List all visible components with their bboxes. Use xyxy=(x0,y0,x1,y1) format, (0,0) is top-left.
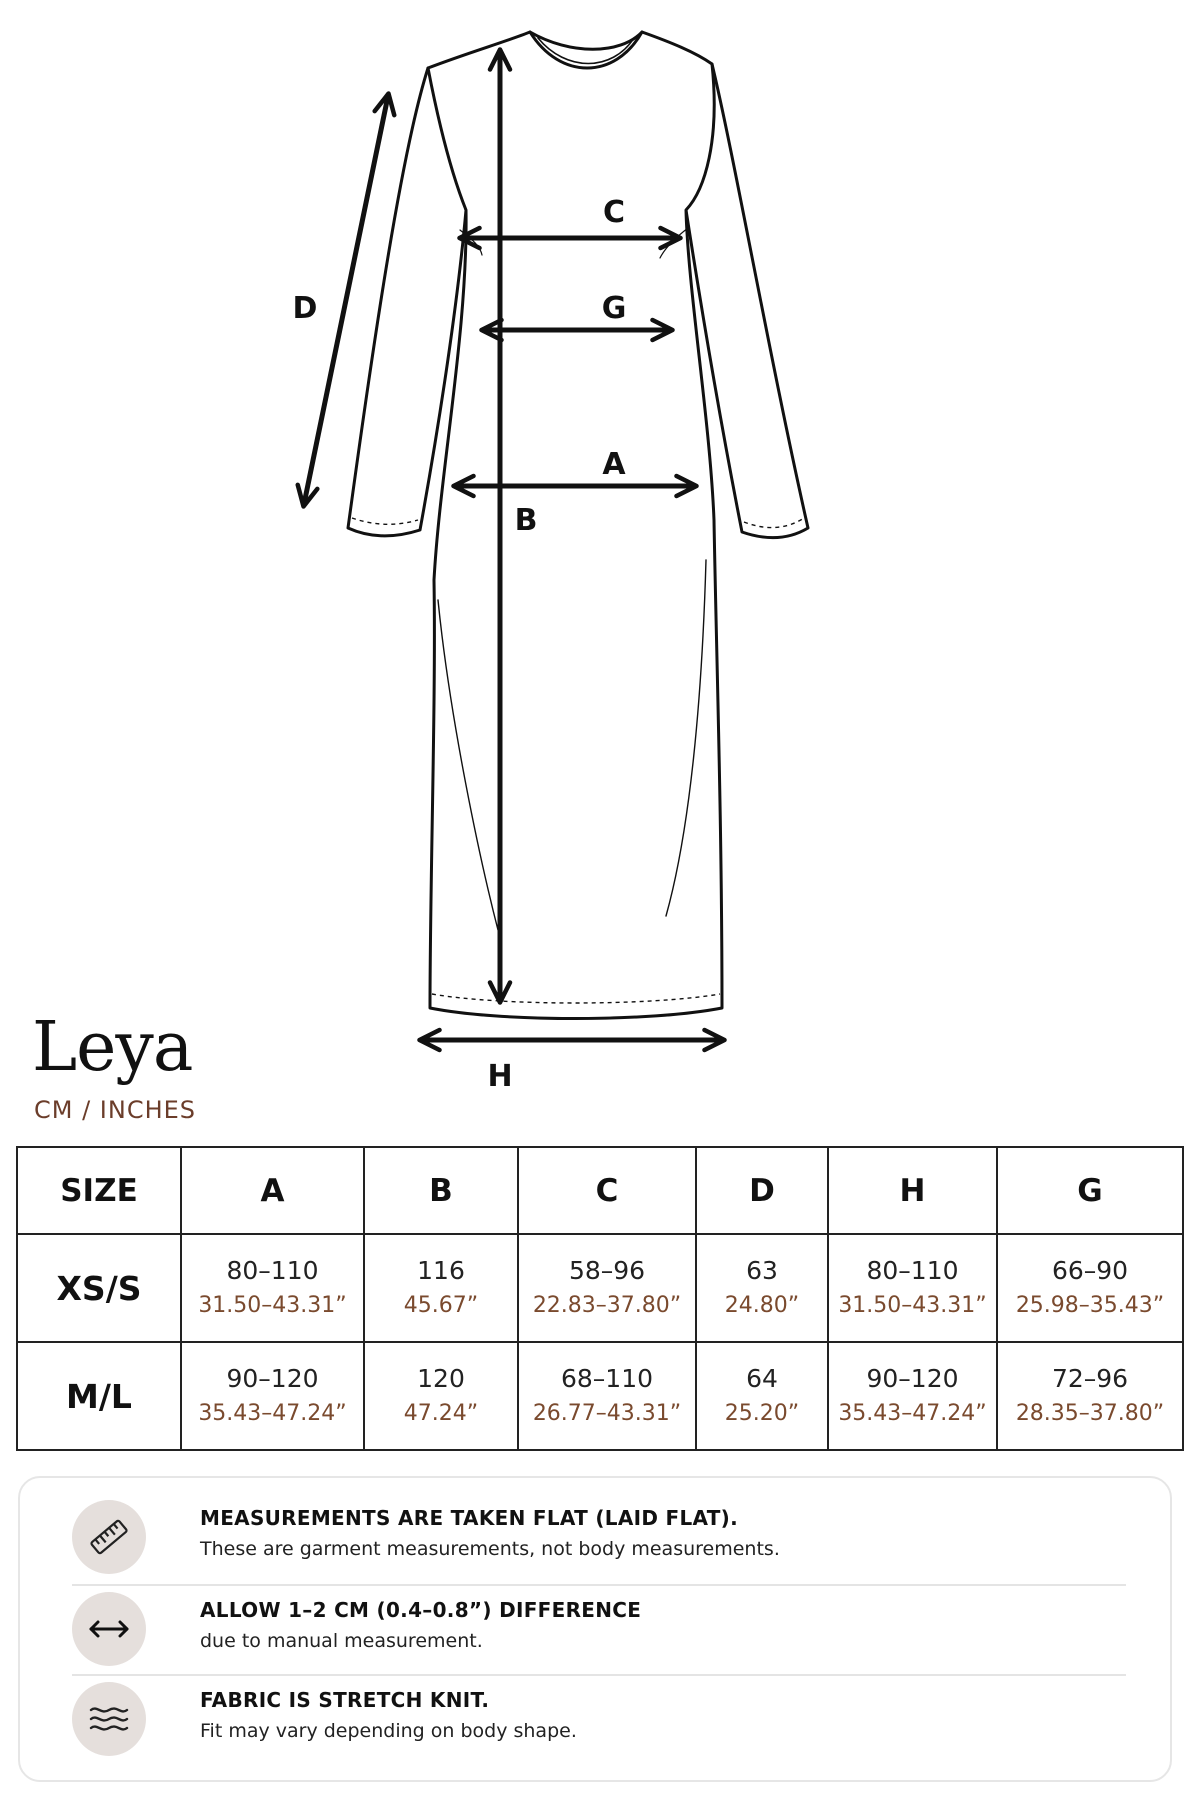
inch-value: 25.98–35.43” xyxy=(1015,1293,1165,1318)
dress-sketch: C G A B D H xyxy=(293,30,810,1094)
note-title: FABRIC IS STRETCH KNIT. xyxy=(200,1688,490,1712)
measure-cell: 58–96 22.83–37.80” xyxy=(517,1233,697,1343)
cm-value: 63 xyxy=(746,1256,778,1285)
header-size: SIZE xyxy=(16,1146,182,1235)
measure-cell: 64 25.20” xyxy=(695,1341,829,1451)
measure-cell: 90–120 35.43–47.24” xyxy=(180,1341,365,1451)
note-title: ALLOW 1–2 CM (0.4–0.8”) DIFFERENCE xyxy=(200,1598,642,1622)
cm-value: 72–96 xyxy=(1051,1364,1129,1393)
label-h: H xyxy=(487,1059,512,1094)
header-d: D xyxy=(695,1146,829,1235)
cm-value: 68–110 xyxy=(560,1364,654,1393)
ruler-icon xyxy=(72,1500,146,1574)
cm-value: 90–120 xyxy=(866,1364,959,1393)
label-c: C xyxy=(603,195,625,230)
size-cell: XS/S xyxy=(16,1233,182,1343)
table-header-row: SIZE A B C D H G xyxy=(16,1146,1184,1235)
measure-cell: 90–120 35.43–47.24” xyxy=(827,1341,998,1451)
header-h: H xyxy=(827,1146,998,1235)
label-a: A xyxy=(602,447,626,482)
label-b: B xyxy=(515,503,538,538)
inch-value: 31.50–43.31” xyxy=(838,1293,987,1318)
care-notes-panel: MEASUREMENTS ARE TAKEN FLAT (LAID FLAT).… xyxy=(18,1476,1172,1782)
label-d: D xyxy=(293,291,318,326)
measure-cell: 120 47.24” xyxy=(363,1341,519,1451)
inch-value: 28.35–37.80” xyxy=(1015,1401,1165,1426)
measure-cell: 63 24.80” xyxy=(695,1233,829,1343)
cm-value: 120 xyxy=(417,1364,465,1393)
cm-value: 64 xyxy=(746,1364,778,1393)
note-allow-difference: ALLOW 1–2 CM (0.4–0.8”) DIFFERENCE due t… xyxy=(72,1588,1106,1676)
header-c: C xyxy=(517,1146,697,1235)
cm-value: 66–90 xyxy=(1051,1256,1129,1285)
cm-value: 58–96 xyxy=(568,1256,646,1285)
header-b: B xyxy=(363,1146,519,1235)
double-arrow-icon xyxy=(72,1592,146,1666)
dress-diagram: C G A B D H xyxy=(293,30,810,1094)
note-text: due to manual measurement. xyxy=(200,1630,483,1652)
measure-cell: 72–96 28.35–37.80” xyxy=(996,1341,1184,1451)
arrow-d xyxy=(295,91,397,509)
measure-cell: 80–110 31.50–43.31” xyxy=(827,1233,998,1343)
inch-value: 26.77–43.31” xyxy=(532,1401,682,1426)
units-label: CM / INCHES xyxy=(34,1096,197,1124)
divider xyxy=(72,1674,1126,1676)
inch-value: 35.43–47.24” xyxy=(838,1401,987,1426)
cm-value: 90–120 xyxy=(226,1364,319,1393)
inch-value: 35.43–47.24” xyxy=(198,1401,347,1426)
note-text: Fit may vary depending on body shape. xyxy=(200,1720,577,1742)
stitch-lines xyxy=(351,517,805,1004)
note-title: MEASUREMENTS ARE TAKEN FLAT (LAID FLAT). xyxy=(200,1506,739,1530)
cm-value: 80–110 xyxy=(866,1256,959,1285)
label-g: G xyxy=(602,291,627,326)
table-row: M/L 90–120 35.43–47.24” 120 47.24” 68–110 2… xyxy=(16,1341,1184,1451)
table-row: XS/S 80–110 31.50–43.31” 116 45.67” 58–96 2… xyxy=(16,1233,1184,1343)
cm-value: 116 xyxy=(417,1256,465,1285)
product-name: Leya xyxy=(32,1008,193,1087)
measurement-arrows xyxy=(295,47,727,1053)
size-chart-table: SIZE A B C D H G XS/S 80–110 31.50–43.31”… xyxy=(16,1146,1184,1451)
inch-value: 24.80” xyxy=(724,1293,800,1318)
inch-value: 45.67” xyxy=(403,1293,479,1318)
measure-cell: 68–110 26.77–43.31” xyxy=(517,1341,697,1451)
dress-outline xyxy=(346,30,810,1020)
inch-value: 25.20” xyxy=(724,1401,800,1426)
note-stretch-knit: FABRIC IS STRETCH KNIT. Fit may vary dep… xyxy=(72,1678,1106,1766)
divider xyxy=(72,1584,1126,1586)
measure-cell: 116 45.67” xyxy=(363,1233,519,1343)
header-a: A xyxy=(180,1146,365,1235)
note-text: These are garment measurements, not body… xyxy=(200,1538,780,1560)
inch-value: 47.24” xyxy=(403,1401,479,1426)
header-g: G xyxy=(996,1146,1184,1235)
waves-icon xyxy=(72,1682,146,1756)
note-measured-flat: MEASUREMENTS ARE TAKEN FLAT (LAID FLAT).… xyxy=(72,1496,1106,1584)
cm-value: 80–110 xyxy=(226,1256,319,1285)
inch-value: 22.83–37.80” xyxy=(532,1293,682,1318)
inch-value: 31.50–43.31” xyxy=(198,1293,347,1318)
size-cell: M/L xyxy=(16,1341,182,1451)
measure-cell: 66–90 25.98–35.43” xyxy=(996,1233,1184,1343)
measure-cell: 80–110 31.50–43.31” xyxy=(180,1233,365,1343)
